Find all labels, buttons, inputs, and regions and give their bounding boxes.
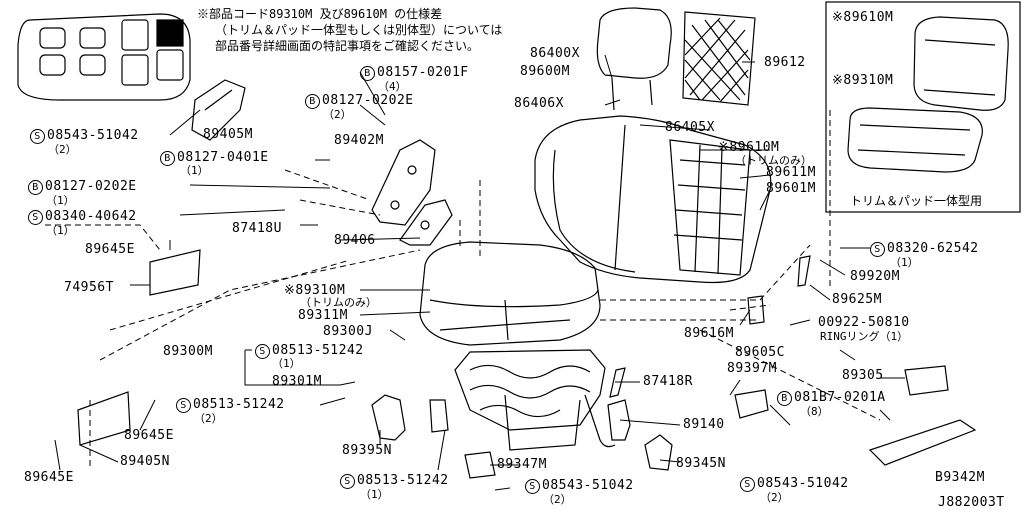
dashed-guide-lines (45, 110, 881, 470)
part-89140[interactable]: 89140 (683, 417, 725, 432)
part-86406x[interactable]: 86406X (514, 96, 564, 111)
part-89311m[interactable]: 89311M (298, 308, 348, 323)
part-87418u[interactable]: 87418U (232, 221, 282, 236)
part-86400x[interactable]: 86400X (530, 46, 580, 61)
note-line-2: （トリム＆パッド一体型もしくは別体型）については (215, 23, 503, 37)
qty-08157: （4） (378, 80, 407, 93)
part-89405n[interactable]: 89405N (120, 454, 170, 469)
inset-part-89310m[interactable]: ※89310M (832, 73, 894, 88)
qty-08340: （1） (46, 224, 75, 237)
qty-081b7: （8） (800, 405, 829, 418)
qty-08127c: （1） (46, 194, 75, 207)
screw-s-icon: S (525, 479, 540, 494)
vehicle-locator-icon (17, 13, 191, 101)
part-89616m[interactable]: 89616M (684, 326, 734, 341)
part-89300m[interactable]: 89300M (163, 344, 213, 359)
screw-s-icon: S (740, 477, 755, 492)
screw-s-icon: S (176, 398, 191, 413)
part-89600m[interactable]: 89600M (520, 64, 570, 79)
part-89300j[interactable]: 89300J (323, 324, 373, 339)
screw-s-icon: S (28, 210, 43, 225)
qty-08320: （1） (890, 256, 919, 269)
part-74956t[interactable]: 74956T (64, 280, 114, 295)
part-00922-ring-note: RINGリング（1） (820, 330, 909, 343)
part-89310m-note: （トリムのみ） (300, 296, 377, 309)
part-89920m[interactable]: 89920M (850, 269, 900, 284)
net-pocket-drawing (682, 11, 756, 106)
bolt-b-icon: B (305, 94, 320, 109)
inset-part-89610m[interactable]: ※89610M (832, 10, 894, 25)
qty-08543c: （2） (760, 491, 789, 504)
qty-08127b: （1） (180, 164, 209, 177)
leader-lines (54, 54, 905, 491)
screw-s-icon: S (255, 344, 270, 359)
small-parts-drawing (77, 249, 977, 479)
part-89395n[interactable]: 89395N (342, 443, 392, 458)
screw-s-icon: S (340, 474, 355, 489)
bolt-b-icon: B (777, 391, 792, 406)
bolt-b-icon: B (160, 151, 175, 166)
qty-08543a: （2） (48, 143, 77, 156)
part-89645e-b[interactable]: 89645E (124, 428, 174, 443)
part-89402m[interactable]: 89402M (334, 133, 384, 148)
part-89645e-a[interactable]: 89645E (85, 242, 135, 257)
bolt-b-icon: B (360, 66, 375, 81)
qty-08513c: （1） (360, 488, 389, 501)
part-89310m[interactable]: ※89310M (284, 283, 346, 298)
qty-08543b: （2） (543, 493, 572, 506)
screw-s-icon: S (30, 129, 45, 144)
qty-08127a: （2） (323, 108, 352, 121)
note-line-1: ※部品コード89310M 及び89610M の仕様差 (197, 7, 443, 21)
qty-08513b: （2） (194, 412, 223, 425)
part-89406[interactable]: 89406 (334, 233, 376, 248)
part-89645e-c[interactable]: 89645E (24, 470, 74, 485)
note-line-3: 部品番号詳細画面の特記事項をご確認ください。 (215, 39, 480, 53)
hinge-bracket-drawing (191, 79, 453, 246)
part-89625m[interactable]: 89625M (832, 292, 882, 307)
inset-caption: トリム＆パッド一体型用 (850, 194, 983, 208)
part-89605c[interactable]: 89605C (735, 345, 785, 360)
part-b9342m[interactable]: B9342M (935, 470, 985, 485)
part-89301m[interactable]: 89301M (272, 374, 322, 389)
part-89345n[interactable]: 89345N (676, 456, 726, 471)
inset-seat-drawing (847, 16, 1009, 173)
bolt-b-icon: B (28, 180, 43, 195)
diagram-id: J882003T (938, 495, 1005, 510)
part-89611m[interactable]: 89611M (766, 165, 816, 180)
part-89347m[interactable]: 89347M (497, 457, 547, 472)
part-87418r[interactable]: 87418R (643, 374, 693, 389)
seat-frame-drawing (454, 349, 616, 451)
part-00922-50810[interactable]: 00922-50810 (818, 315, 910, 330)
headrest-drawing (596, 7, 672, 111)
part-89405m[interactable]: 89405M (203, 127, 253, 142)
seat-cushion-drawing (419, 241, 601, 346)
part-89397m[interactable]: 89397M (727, 361, 777, 376)
qty-08513a: （1） (272, 357, 301, 370)
part-86405x[interactable]: 86405X (665, 120, 715, 135)
part-89601m[interactable]: 89601M (766, 181, 816, 196)
part-89305[interactable]: 89305 (842, 368, 884, 383)
inset-frame (825, 1, 1021, 213)
part-89610m[interactable]: ※89610M (718, 140, 780, 155)
screw-s-icon: S (870, 242, 885, 257)
part-89610m-note: （トリムのみ） (735, 154, 812, 167)
part-89612[interactable]: 89612 (764, 55, 806, 70)
